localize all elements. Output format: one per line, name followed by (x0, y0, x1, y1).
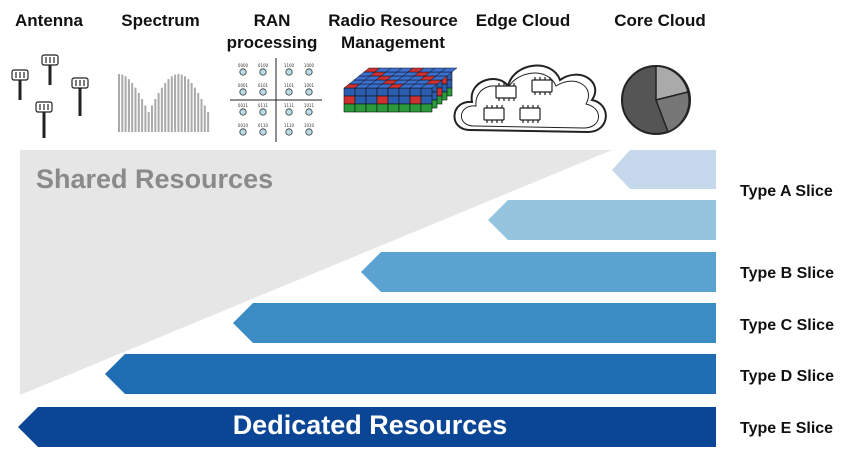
dedicated-resources-label: Dedicated Resources (232, 410, 508, 440)
antenna-icon (11, 54, 89, 138)
svg-text:0110: 0110 (258, 123, 269, 128)
header-rrm: Radio Resource Management (328, 11, 458, 52)
svg-text:0001: 0001 (238, 83, 249, 88)
cloud-chips-icon (453, 64, 607, 134)
header-edge-cloud: Edge Cloud (475, 11, 571, 30)
header-core-cloud: Core Cloud (614, 11, 706, 30)
svg-text:1001: 1001 (304, 83, 315, 88)
svg-text:1010: 1010 (304, 123, 315, 128)
spectrum-icon (118, 74, 210, 132)
header-ran-processing: RAN processing (226, 11, 318, 52)
slice-label-c: Type C Slice (740, 317, 834, 334)
svg-text:1000: 1000 (304, 63, 315, 68)
svg-text:0010: 0010 (238, 123, 249, 128)
svg-text:1110: 1110 (284, 123, 295, 128)
slice-label-e: Type E Slice (740, 420, 834, 437)
header-spectrum: Spectrum (121, 11, 200, 30)
svg-text:0100: 0100 (258, 63, 269, 68)
slice-bar-c (233, 303, 716, 343)
shared-resources-label: Shared Resources (36, 164, 274, 194)
constellation-grid-icon: 0000 0100 1100 1000 0001 0101 1101 1001 0011 0111… (230, 58, 322, 142)
slice-bar-a2 (488, 200, 716, 240)
svg-text:1100: 1100 (284, 63, 295, 68)
slice-bar-b (361, 252, 716, 292)
svg-text:1101: 1101 (284, 83, 295, 88)
slice-bar-e (18, 407, 716, 447)
shared-resources-triangle (20, 150, 612, 395)
pie-disc-icon (621, 65, 691, 135)
svg-text:1011: 1011 (304, 103, 315, 108)
svg-text:0111: 0111 (258, 103, 269, 108)
svg-text:1111: 1111 (284, 103, 295, 108)
svg-text:0101: 0101 (258, 83, 269, 88)
slice-label-d: Type D Slice (740, 368, 834, 385)
svg-text:0000: 0000 (238, 63, 249, 68)
slice-bar-d (105, 354, 716, 394)
resource-block-cube-icon (343, 67, 458, 113)
header-antenna: Antenna (15, 11, 83, 30)
slice-label-a: Type A Slice (740, 183, 833, 200)
svg-text:0011: 0011 (238, 103, 249, 108)
slice-label-b: Type B Slice (740, 265, 834, 282)
slice-bar-a (612, 150, 716, 189)
